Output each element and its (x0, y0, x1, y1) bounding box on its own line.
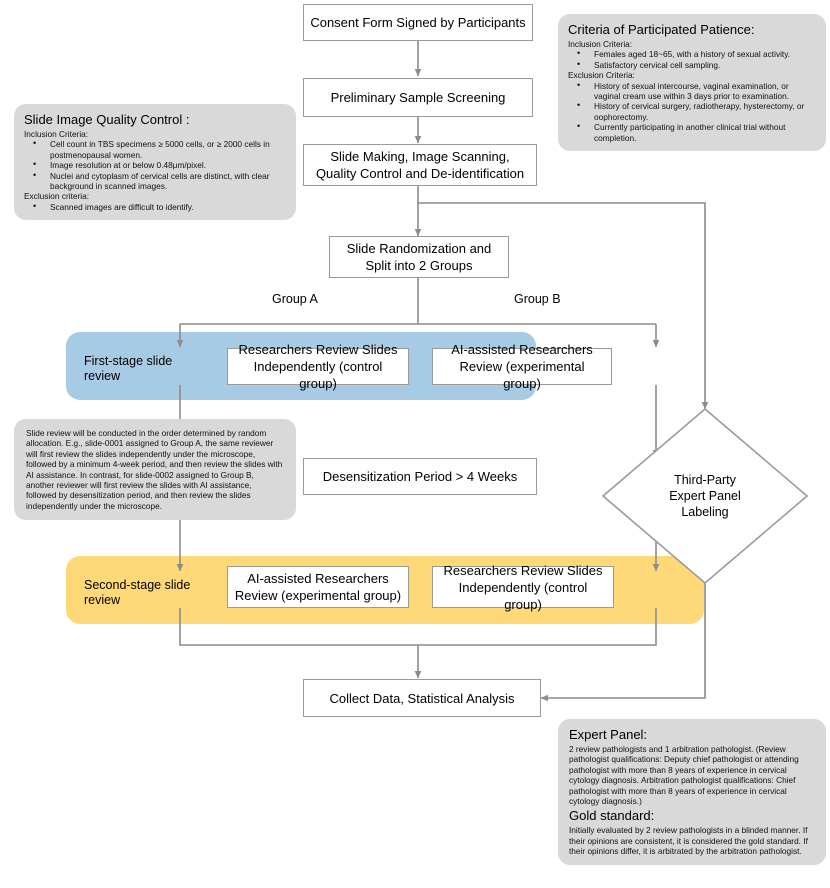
list-item: Cell count in TBS specimens ≥ 5000 cells… (24, 138, 286, 160)
list-item: Females aged 18~65, with a history of se… (568, 48, 816, 59)
node-stage2-group-b[interactable]: Researchers Review Slides Independently … (432, 563, 614, 612)
node-desensitization-period[interactable]: Desensitization Period > 4 Weeks (303, 458, 537, 495)
third-party-expert-panel-label[interactable]: Third-Party Expert Panel Labeling (669, 473, 741, 519)
node-slide-making[interactable]: Slide Making, Image Scanning, Quality Co… (303, 144, 537, 186)
note-inclusion-heading: Inclusion Criteria: (24, 129, 89, 139)
node-stage1-group-a[interactable]: Researchers Review Slides Independently … (227, 342, 409, 391)
note-expert-panel: Expert Panel: 2 review pathologists and … (558, 719, 826, 865)
note-gold-standard-title: Gold standard: (569, 808, 655, 824)
note-exclusion-heading: Exclusion criteria: (24, 191, 90, 202)
note-inclusion-list: Cell count in TBS specimens ≥ 5000 cells… (24, 138, 286, 192)
note-criteria-of-participated-patience: Criteria of Participated Patience: Inclu… (558, 14, 826, 152)
list-item: Currently participating in another clini… (568, 121, 816, 143)
list-item: Image resolution at or below 0.48μm/pixe… (24, 159, 286, 170)
list-item: Satisfactory cervical cell sampling. (568, 59, 816, 70)
edge-label-group-b: Group B (514, 292, 561, 306)
third-party-expert-panel-diamond (601, 407, 809, 585)
node-stage2-group-a[interactable]: AI-assisted Researchers Review (experime… (227, 566, 409, 608)
note-exclusion-heading: Exclusion Criteria: (568, 70, 635, 81)
node-collect-data[interactable]: Collect Data, Statistical Analysis (303, 679, 541, 717)
list-item: History of sexual intercourse, vaginal e… (568, 80, 816, 102)
node-preliminary-screening[interactable]: Preliminary Sample Screening (303, 78, 533, 117)
edge-label-group-a: Group A (272, 292, 318, 306)
note-title: Slide Image Quality Control : (24, 112, 190, 127)
note-title: Criteria of Participated Patience: (568, 22, 755, 37)
note-exclusion-list: History of sexual intercourse, vaginal e… (568, 80, 816, 143)
list-item: Nuclei and cytoplasm of cervical cells a… (24, 170, 286, 192)
node-stage1-group-b[interactable]: AI-assisted Researchers Review (experime… (432, 342, 612, 391)
list-item: Scanned images are difficult to identify… (24, 201, 286, 212)
first-stage-band-label: First-stage slide review (84, 354, 173, 383)
list-item: History of cervical surgery, radiotherap… (568, 100, 816, 122)
note-title: Expert Panel: (569, 727, 648, 742)
note-inclusion-list: Females aged 18~65, with a history of se… (568, 48, 816, 70)
note-review-order: Slide review will be conducted in the or… (14, 419, 296, 521)
note-expert-panel-body: 2 review pathologists and 1 arbitration … (569, 744, 799, 807)
note-inclusion-heading: Inclusion Criteria: (568, 39, 633, 49)
node-consent-form[interactable]: Consent Form Signed by Participants (303, 4, 533, 41)
note-exclusion-list: Scanned images are difficult to identify… (24, 201, 286, 212)
note-slide-image-quality-control: Slide Image Quality Control : Inclusion … (14, 104, 296, 221)
note-gold-standard-body: Initially evaluated by 2 review patholog… (569, 825, 808, 857)
node-slide-randomization[interactable]: Slide Randomization and Split into 2 Gro… (329, 236, 509, 278)
second-stage-band-label: Second-stage slide review (84, 578, 191, 607)
note-body: Slide review will be conducted in the or… (26, 428, 283, 511)
